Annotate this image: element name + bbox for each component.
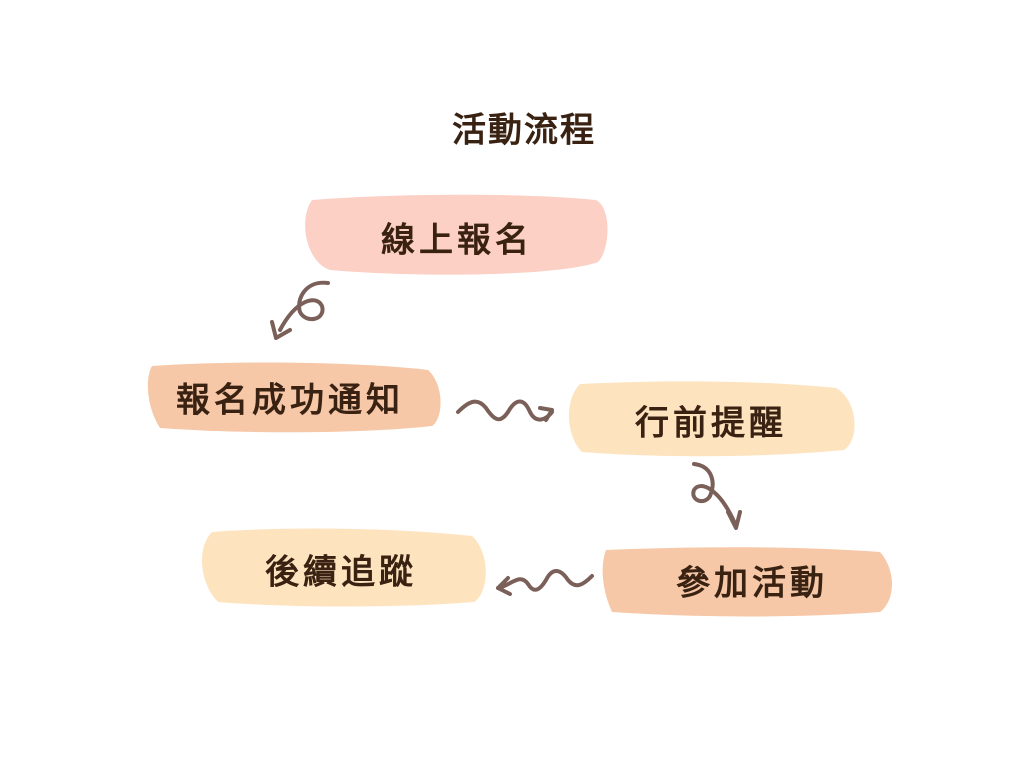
step-4-blob	[602, 547, 892, 617]
step-3-blob	[568, 381, 855, 457]
step-5-label: 後續追蹤	[265, 552, 417, 593]
arrow-3-to-4	[691, 462, 742, 530]
step-4-label: 參加活動	[676, 563, 828, 604]
step-2-blob	[147, 362, 441, 433]
diagram-title: 活動流程	[452, 110, 596, 151]
arrow-2-to-3	[456, 399, 554, 422]
step-1-label: 線上報名	[381, 220, 533, 261]
step-1-blob	[305, 194, 608, 275]
arrow-1-to-2	[270, 280, 330, 340]
step-5-blob	[201, 528, 486, 607]
step-3-label: 行前提醒	[635, 403, 787, 444]
step-2-label: 報名成功通知	[176, 380, 404, 421]
arrow-4-to-5	[496, 569, 594, 596]
